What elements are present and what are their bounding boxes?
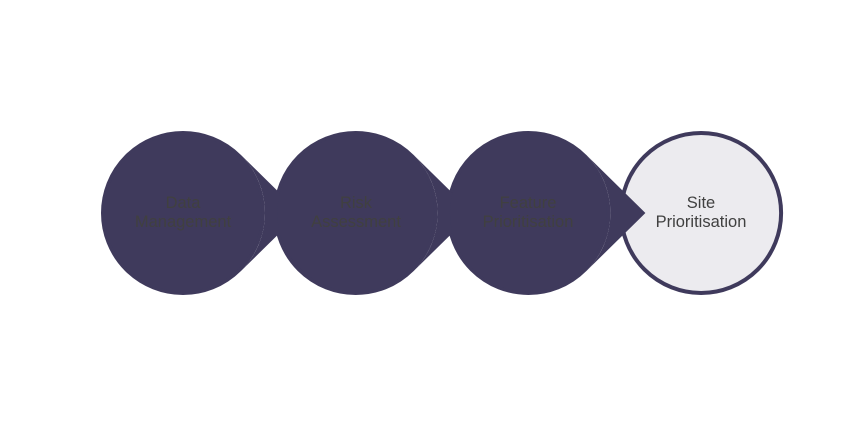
- step-label-site-prioritisation: Site Prioritisation: [626, 194, 776, 232]
- triangle-right-icon: [104, 134, 300, 292]
- step-label-line1: Data: [165, 194, 201, 212]
- step-label-line2: Prioritisation: [482, 213, 574, 231]
- step-label-risk-assessment: Risk Assessment: [281, 194, 431, 232]
- triangle-right-icon: [277, 134, 473, 292]
- step-label-line1: Feature: [499, 194, 557, 212]
- triangle-right-icon: [449, 134, 646, 292]
- step-label-line2: Prioritisation: [655, 213, 747, 231]
- step-label-line2: Management: [134, 213, 232, 231]
- step-label-line2: Assessment: [311, 213, 401, 231]
- step-arrows: [104, 134, 646, 292]
- step-label-line1: Risk: [339, 194, 373, 212]
- step-label-line1: Site: [686, 194, 716, 212]
- step-label-data-management: Data Management: [108, 194, 258, 232]
- step-label-feature-prioritisation: Feature Prioritisation: [453, 194, 603, 232]
